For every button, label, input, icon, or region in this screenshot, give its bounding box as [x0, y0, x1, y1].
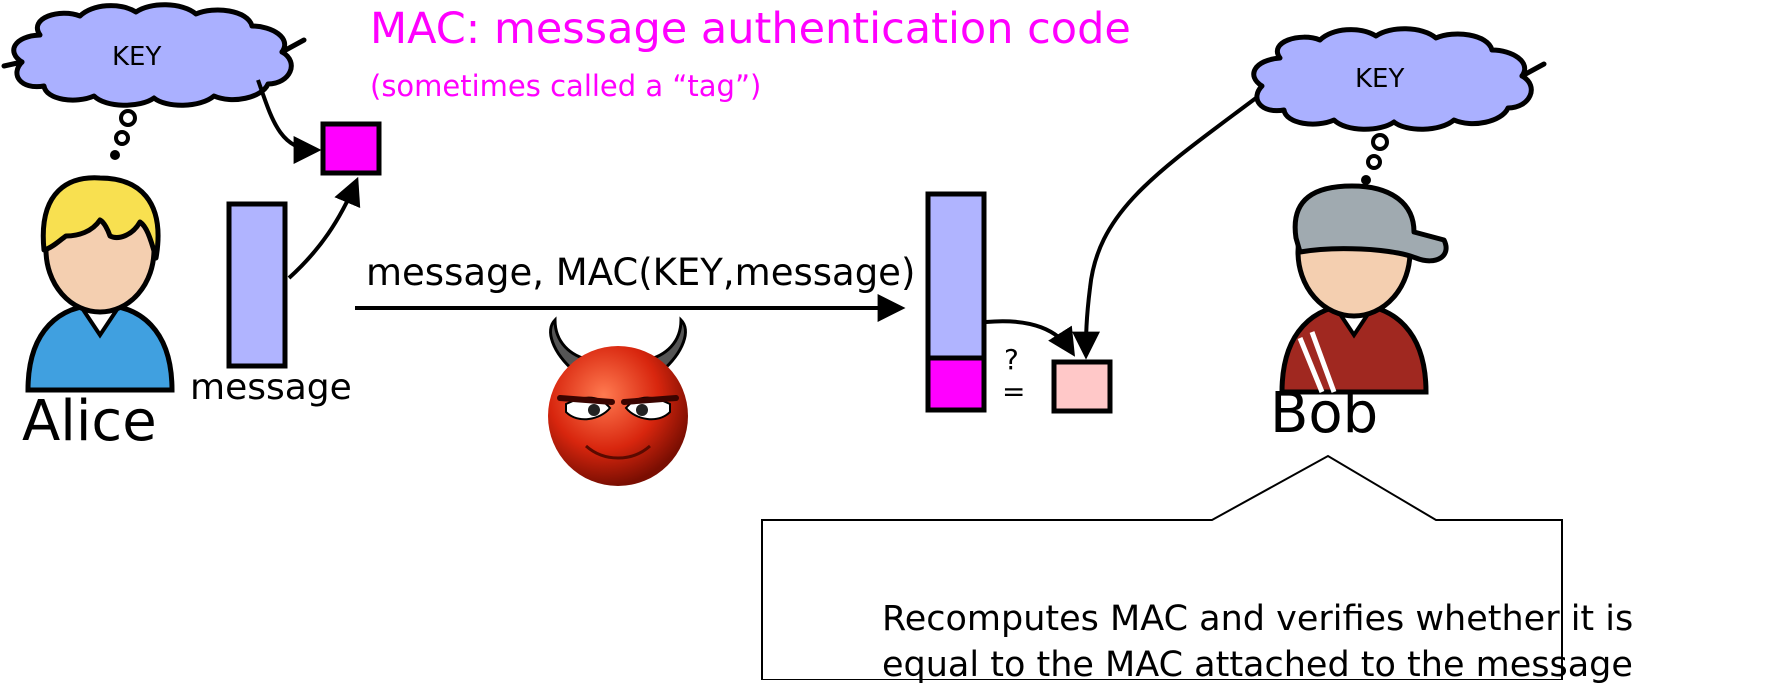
callout-box [761, 454, 1563, 680]
message-to-recompute-arrow [985, 319, 1076, 357]
callout-line-1: Recomputes MAC and verifies whether it i… [882, 599, 1634, 639]
alice-key-label: KEY [112, 42, 162, 72]
callout-line-2: equal to the MAC attached to the message [882, 645, 1633, 685]
transmission-label: message, MAC(KEY,message) [366, 251, 916, 294]
alice-message-label: message [190, 367, 352, 408]
bob-key-to-recompute-arrow [1072, 96, 1258, 360]
key-to-mac-arrow [256, 79, 322, 164]
bob-avatar [1279, 183, 1449, 395]
recomputed-mac-block [1051, 359, 1113, 414]
diagram-subtitle: (sometimes called a “tag”) [370, 69, 762, 103]
callout-text: Recomputes MAC and verifies whether it i… [882, 596, 1762, 688]
received-mac-block [925, 355, 987, 413]
compare-question-mark: ? [1004, 343, 1019, 376]
alice-mac-block [320, 121, 382, 176]
message-to-mac-arrow [287, 176, 361, 280]
received-message-block [925, 191, 987, 361]
bob-name: Bob [1270, 381, 1379, 446]
alice-thought-bubbles [110, 109, 137, 160]
alice-name: Alice [22, 389, 157, 454]
alice-key-cloud [1, 2, 307, 108]
alice-avatar [25, 175, 175, 393]
alice-message-block [226, 201, 288, 369]
compare-equals-sign: = [1002, 375, 1026, 408]
bob-key-cloud [1251, 26, 1547, 132]
bob-thought-bubbles [1361, 133, 1389, 185]
bob-key-label: KEY [1355, 64, 1405, 94]
devil-adversary-icon [548, 316, 688, 486]
diagram-title: MAC: message authentication code [370, 4, 1131, 54]
